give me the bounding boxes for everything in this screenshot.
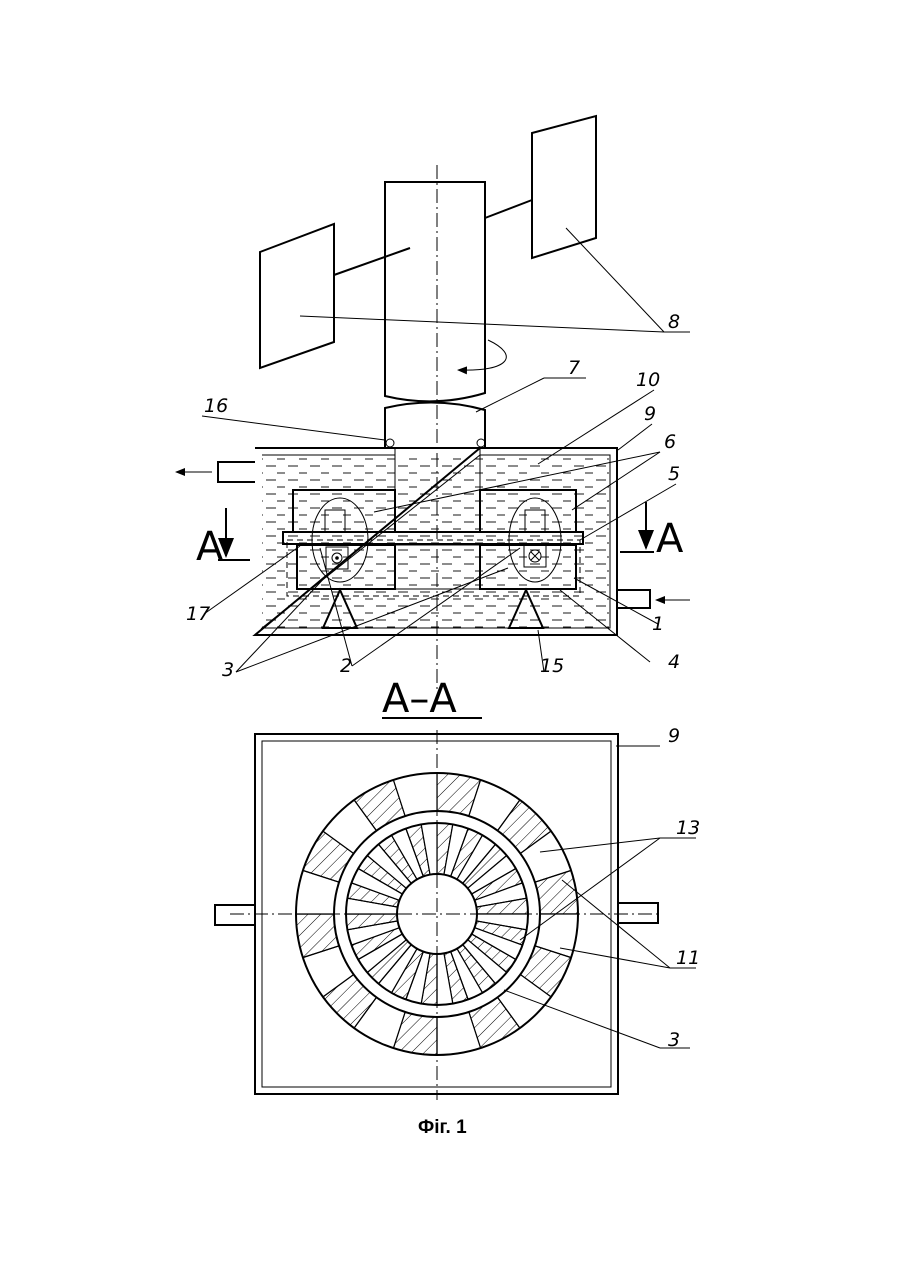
leader-11b: [560, 948, 670, 968]
label-17: 17: [186, 603, 210, 625]
section-title: A–A: [382, 676, 457, 722]
rotation-arrow: [458, 340, 506, 370]
outlet-pipe: [218, 462, 255, 482]
label-6: 6: [664, 431, 676, 453]
label-11: 11: [676, 947, 700, 969]
pipe-left: [215, 905, 255, 925]
label-1: 1: [652, 613, 664, 635]
shaft-upper: [385, 182, 485, 401]
blade-arm-left: [334, 248, 410, 275]
cooling-fluid: [262, 454, 609, 628]
leader-7: [476, 378, 544, 412]
label-2: 2: [340, 655, 352, 677]
label-5: 5: [668, 463, 680, 485]
pipe-right: [618, 903, 658, 923]
leader-8a: [300, 316, 664, 332]
shaft-lower: [385, 402, 485, 448]
section-view-a-a: [215, 730, 660, 1100]
leader-10: [538, 390, 654, 464]
label-7: 7: [568, 357, 580, 379]
callout-labels-lower: 9 13 11 3: [668, 725, 700, 1051]
figure-caption: Фіг. 1: [418, 1117, 467, 1138]
label-4: 4: [668, 651, 680, 673]
current-dot: [335, 556, 339, 560]
blade-right: [532, 116, 596, 258]
section-marker-right: A: [656, 516, 684, 562]
label-9-top: 9: [644, 403, 656, 425]
blade-left: [260, 224, 334, 368]
inlet-pipe: [617, 590, 650, 608]
leader-16: [202, 416, 385, 440]
housing-section: A A: [176, 439, 690, 635]
leader-9: [618, 424, 652, 450]
blade-arm-right: [485, 200, 532, 218]
label-3-lower: 3: [668, 1029, 680, 1051]
label-8: 8: [668, 311, 680, 333]
leader-8b: [566, 228, 664, 332]
section-marker-left: A: [196, 524, 224, 570]
label-13: 13: [676, 817, 700, 839]
label-3-upper: 3: [222, 659, 234, 681]
label-15: 15: [540, 655, 564, 677]
seal-right: [477, 439, 485, 447]
label-16: 16: [204, 395, 228, 417]
label-9-lower: 9: [668, 725, 680, 747]
seal-left: [386, 439, 394, 447]
label-10: 10: [636, 369, 660, 391]
